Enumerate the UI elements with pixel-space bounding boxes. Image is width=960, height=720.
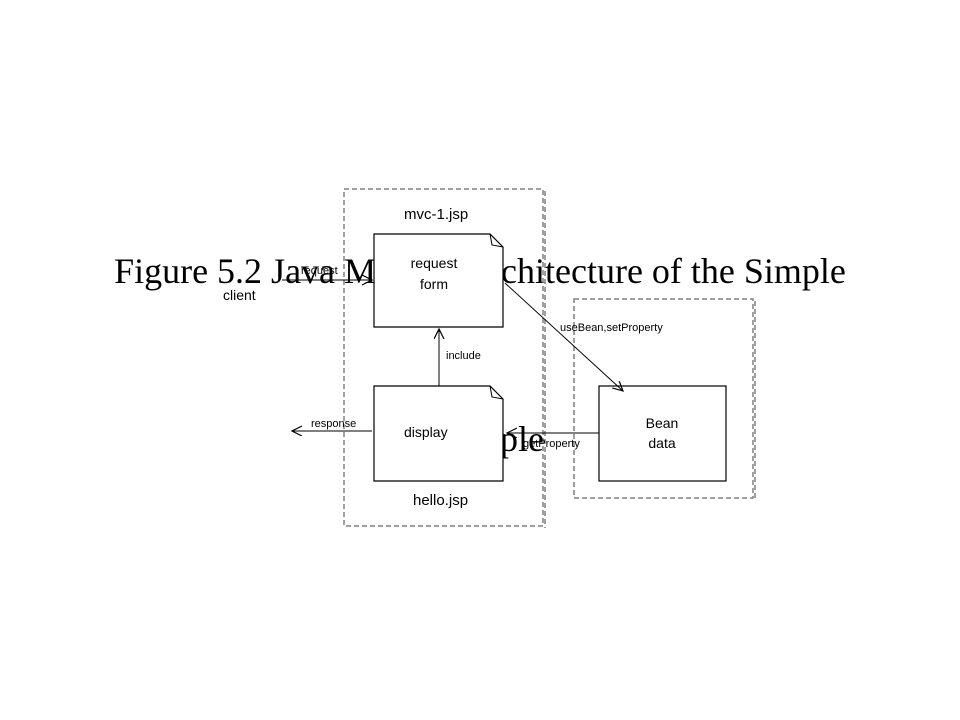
mvc-jsp-container [343,188,544,527]
display-box-fold [489,385,504,400]
bean-container [573,298,754,499]
display-label: display [404,424,448,440]
request-form-label-line-1: request [411,255,458,271]
use-bean-arrow [504,282,623,391]
bean-data-box [598,385,727,482]
hello-jsp-label: hello.jsp [413,492,468,509]
include-arrow-label: include [446,350,481,362]
request-form-label-line-2: form [420,276,448,292]
use-bean-arrow-label: useBean,setProperty [560,322,663,334]
request-form-box [373,233,504,328]
request-arrow-label: request [301,265,338,277]
get-property-arrow-label: getProperty [523,438,580,450]
response-arrow-label: response [311,418,356,430]
bean-label-line-1: Bean [646,415,679,431]
mvc-jsp-label: mvc-1.jsp [404,206,468,223]
display-box [373,385,504,482]
request-form-box-fold [489,233,504,248]
client-label: client [223,287,256,303]
bean-label-line-2: data [648,435,675,451]
